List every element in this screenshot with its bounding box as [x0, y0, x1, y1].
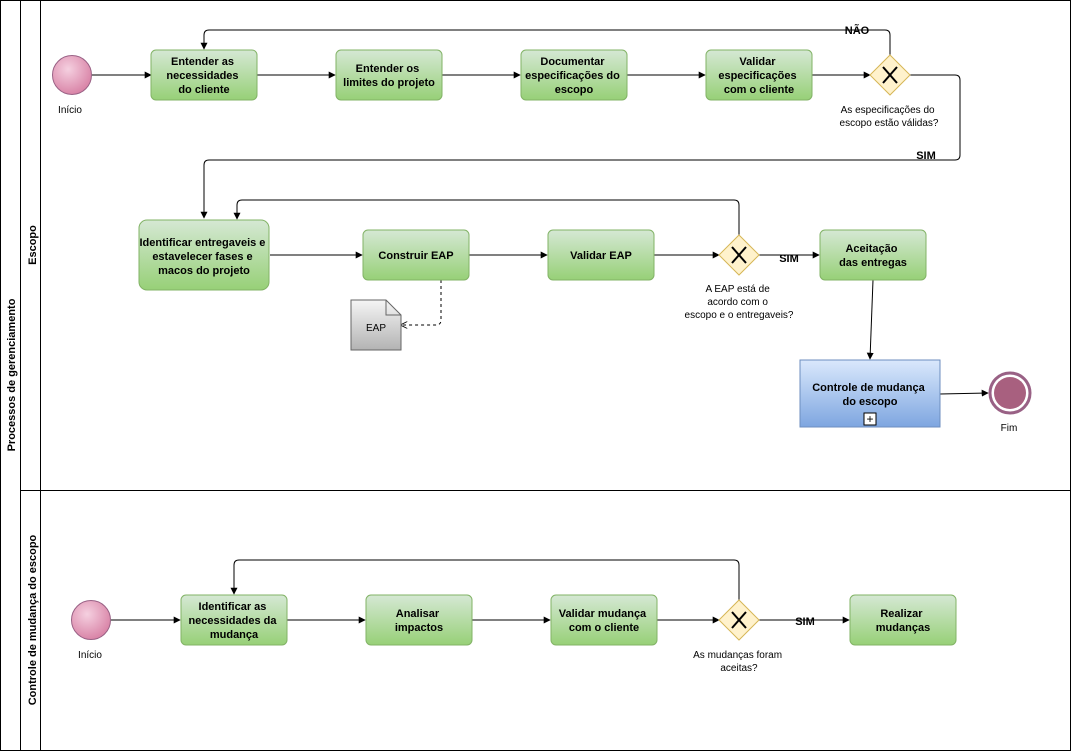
task-aceitacao-entregas[interactable]: Aceitação das entregas: [819, 229, 927, 281]
svg-text:Documentar especificaçõe: Documentar especificações do escopo: [525, 56, 623, 96]
svg-text:Identificar as necessida: Identificar as necessidades da mudança: [188, 601, 279, 641]
svg-text:Entender os limites do p: Entender os limites do projeto: [343, 63, 435, 89]
svg-text:Validar mudança com o cl: Validar mudança com o cliente: [559, 608, 650, 634]
task-construir-eap[interactable]: Construir EAP: [362, 229, 470, 281]
task-entender-limites[interactable]: Entender os limites do projeto: [335, 49, 443, 101]
gateway-3-yes-label: SIM: [795, 616, 815, 628]
task-validar-mudanca[interactable]: Validar mudança com o cliente: [550, 594, 658, 646]
gateway-3-label: As mudanças foram aceitas?: [693, 650, 785, 674]
eap-document-label: EAP: [366, 323, 386, 334]
svg-text:Identificar entregaveis e: Identificar entregaveis e estavelecer fa…: [139, 237, 268, 277]
task-realizar-mudancas[interactable]: Realizar mudanças: [849, 594, 957, 646]
svg-text:Construir EAP: Construir EAP: [378, 250, 453, 262]
gateway-1-label: As especificações do escopo estão válida…: [840, 105, 939, 129]
svg-text:+: +: [866, 412, 873, 426]
svg-text:Realizar mudanças: Realizar mudanças: [876, 608, 930, 634]
svg-text:Aceitação das entregas: Aceitação das entregas: [839, 243, 907, 269]
gateway-2-label: A EAP está de acordo com o escopo e o en…: [685, 284, 794, 321]
svg-text:Entender as necessidades: Entender as necessidades do cliente: [166, 56, 241, 96]
start-event-2-label: Início: [78, 650, 102, 661]
start-event-1[interactable]: [52, 55, 92, 95]
gateway-especificacoes-validas[interactable]: [869, 54, 911, 96]
task-validar-eap[interactable]: Validar EAP: [547, 229, 655, 281]
task-validar-especificacoes[interactable]: Validar especificações com o cliente: [705, 49, 813, 101]
svg-text:Validar EAP: Validar EAP: [570, 250, 632, 262]
gateway-1-yes-label: SIM: [916, 150, 936, 162]
end-event[interactable]: [988, 371, 1032, 415]
svg-text:Analisar impactos: Analisar impactos: [395, 608, 443, 634]
svg-text:Controle de mudança do e: Controle de mudança do escopo: [812, 382, 928, 408]
eap-document-icon[interactable]: EAP: [350, 299, 402, 351]
task-identificar-entregaveis[interactable]: Identificar entregaveis e estavelecer fa…: [138, 219, 270, 291]
task-documentar-especificacoes[interactable]: Documentar especificações do escopo: [520, 49, 628, 101]
gateway-1-no-label: NÃO: [845, 24, 870, 37]
end-event-label: Fim: [1001, 423, 1018, 434]
task-analisar-impactos[interactable]: Analisar impactos: [365, 594, 473, 646]
svg-text:Validar especificações: Validar especificações com o cliente: [718, 56, 799, 96]
lane-change-title: Controle de mudança do escopo: [27, 534, 39, 705]
expand-icon: [863, 412, 877, 426]
pool-title: Processos de gerenciamento: [6, 298, 18, 451]
task-entender-necessidades[interactable]: Entender as necessidades do cliente: [150, 49, 258, 101]
task-identificar-necessidades-mudanca[interactable]: Identificar as necessidades da mudança: [180, 594, 288, 646]
gateway-mudancas-aceitas[interactable]: [718, 599, 760, 641]
lane-scope-title: Escopo: [27, 225, 39, 265]
start-event-2[interactable]: [71, 600, 111, 640]
gateway-eap-acordo[interactable]: [718, 234, 760, 276]
gateway-2-yes-label: SIM: [779, 253, 799, 265]
start-event-1-label: Início: [58, 105, 82, 116]
subprocess-controle-mudanca[interactable]: Controle de mudança do escopo +: [799, 359, 941, 428]
